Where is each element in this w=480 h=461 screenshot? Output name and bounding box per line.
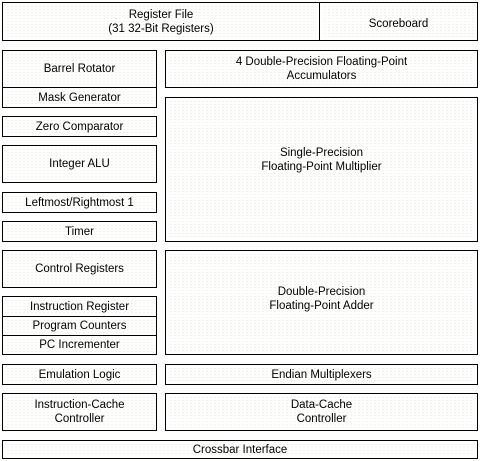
instruction-register-block: Instruction Register [2,296,157,317]
crossbar-interface-label: Crossbar Interface [192,443,288,456]
data-cache-controller-block: Data-Cache Controller [165,393,478,431]
dp-accumulators-label: 4 Double-Precision Floating-Point Accumu… [235,56,408,82]
zero-comparator-block: Zero Comparator [2,116,157,137]
mask-generator-block: Mask Generator [2,87,157,108]
integer-alu-label: Integer ALU [49,158,110,170]
pc-incrementer-label: PC Incrementer [39,339,120,351]
register-file-block: Register File (31 32-Bit Registers) [2,2,320,41]
scoreboard-label: Scoreboard [368,17,429,30]
emulation-logic-label: Emulation Logic [38,368,121,381]
dp-adder-label: Double-Precision Floating-Point Adder [269,285,374,312]
control-registers-block: Control Registers [2,250,157,288]
leftmost-rightmost-label: Leftmost/Rightmost 1 [25,196,134,209]
instruction-cache-controller-block: Instruction-Cache Controller [2,393,157,431]
emulation-logic-block: Emulation Logic [2,364,157,385]
control-registers-label: Control Registers [35,263,124,275]
sp-multiplier-label: Single-Precision Floating-Point Multipli… [261,146,382,173]
scoreboard-block: Scoreboard [319,2,478,41]
sp-multiplier-block: Single-Precision Floating-Point Multipli… [165,97,478,242]
instruction-register-label: Instruction Register [29,300,130,313]
register-file-label: Register File (31 32-Bit Registers) [108,8,214,35]
zero-comparator-label: Zero Comparator [35,120,124,133]
program-counters-label: Program Counters [32,320,127,332]
instruction-cache-controller-label: Instruction-Cache Controller [34,399,125,425]
timer-block: Timer [2,221,157,242]
barrel-rotator-label: Barrel Rotator [43,63,116,75]
barrel-rotator-block: Barrel Rotator [2,50,157,88]
leftmost-rightmost-block: Leftmost/Rightmost 1 [2,192,157,213]
endian-multiplexers-block: Endian Multiplexers [165,364,478,385]
pc-incrementer-block: PC Incrementer [2,335,157,355]
timer-label: Timer [65,225,94,238]
data-cache-controller-label: Data-Cache Controller [290,399,353,425]
dp-adder-block: Double-Precision Floating-Point Adder [165,250,478,355]
crossbar-interface-block: Crossbar Interface [2,440,478,459]
mask-generator-label: Mask Generator [38,91,121,104]
integer-alu-block: Integer ALU [2,145,157,183]
dp-accumulators-block: 4 Double-Precision Floating-Point Accumu… [165,50,478,88]
endian-multiplexers-label: Endian Multiplexers [271,368,372,381]
program-counters-block: Program Counters [2,316,157,336]
